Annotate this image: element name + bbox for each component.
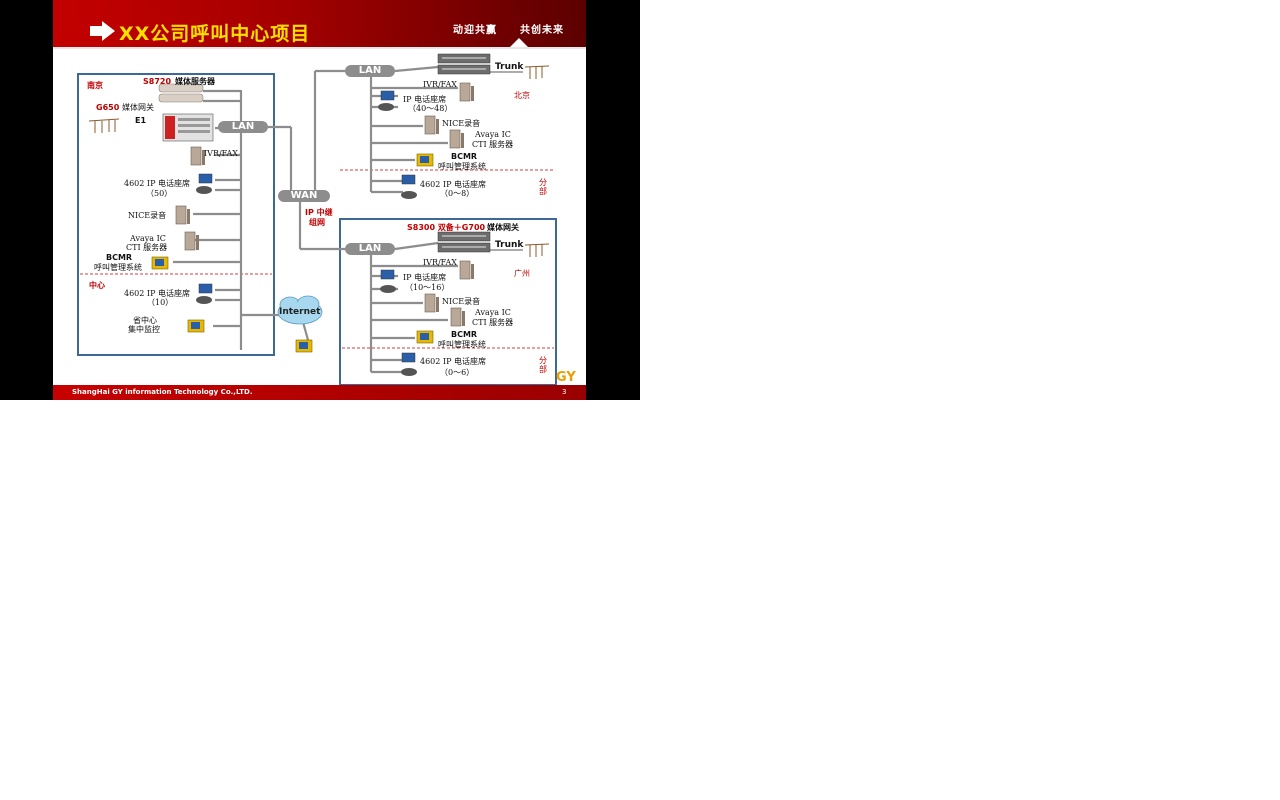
beijing-trunk: Trunk [495,62,524,72]
slide-header [53,0,586,47]
beijing-ivr: IVR/FAX [423,80,457,89]
server-tower-icon [449,129,464,149]
ip-phone-icon [380,269,396,293]
monitor-line-1: 省中心 [133,316,157,325]
gz-branch-1: 分 [539,356,547,365]
workstation-icon [416,330,434,344]
network-diagram [77,21,557,386]
gateway-label: 媒体网关 [122,103,154,112]
workstation-icon [151,256,169,270]
nanjing-seats-count: （50） [146,189,173,198]
gz-bcmr-1: BCMR [451,330,478,339]
slide-footer: ShangHai GY information Technology Co.,L… [53,385,586,400]
beijing-branch-seats-title: 4602 IP 电话座席 [420,180,486,189]
gz-ivr: IVR/FAX [423,258,457,267]
nanjing-avaya-2: CTI 服务器 [126,243,168,252]
gz-bcmr-2: 呼叫管理系统 [438,340,486,349]
gz-avaya-2: CTI 服务器 [472,318,514,327]
gateway-model: G650 [96,103,120,112]
beijing-lan: LAN [345,65,395,77]
nanjing-ivr: IVR/FAX [204,149,238,158]
nanjing-box [77,73,275,356]
beijing-bcmr-1: BCMR [451,152,478,161]
page-number: 3 [562,388,567,396]
ip-trunk-2: 组网 [309,218,325,227]
city-guangzhou: 广州 [514,269,530,278]
nanjing-nice: NICE录音 [128,211,167,220]
slogan-1: 动迎共赢 [453,25,497,36]
ip-phone-icon [196,173,213,194]
center-label: 中心 [89,281,105,290]
beijing-branch-seats-count: （0～8） [440,189,475,198]
company-logo: GY [556,370,576,385]
nanjing-avaya-1: Avaya IC [130,234,166,243]
media-gateway-icon [162,113,214,142]
left-letterbox [0,0,53,400]
antenna-icon [88,118,120,133]
ip-phone-icon [401,352,417,376]
media-gateway-icon [437,53,491,75]
nanjing-seats-title: 4602 IP 电话座席 [124,179,190,188]
workstation-icon [416,153,434,167]
gz-branch-seats-count: （0～6） [440,368,475,377]
gz-nice: NICE录音 [442,297,481,306]
slide-title: XX公司呼叫中心项目 [119,23,311,45]
center-seats-title: 4602 IP 电话座席 [124,289,190,298]
workstation-icon [187,319,205,333]
gz-trunk: Trunk [495,240,524,250]
ip-phone-icon [401,174,417,199]
gz-server-label: 媒体网关 [487,223,519,232]
server-tower-icon [424,115,439,135]
server-tower-icon [175,205,190,225]
internet-label: Internet [279,307,321,317]
beijing-avaya-1: Avaya IC [475,130,511,139]
server-tower-icon [459,82,474,102]
cloud-icon [277,295,323,325]
gz-branch-seats-title: 4602 IP 电话座席 [420,357,486,366]
antenna-icon [524,65,550,79]
server-tower-icon [190,146,205,166]
ip-trunk-1: IP 中继 [305,208,333,217]
beijing-seats-count: （40～48） [408,104,453,113]
nanjing-bcmr-1: BCMR [106,253,133,262]
media-server-icon [158,83,204,103]
gz-avaya-1: Avaya IC [475,308,511,317]
media-server-label: 媒体服务器 [175,77,215,86]
city-beijing: 北京 [514,91,530,100]
workstation-icon [295,339,313,353]
arrow-right-icon [90,21,115,41]
city-nanjing: 南京 [87,81,103,90]
beijing-bcmr-2: 呼叫管理系统 [438,162,486,171]
ip-phone-icon [378,90,395,111]
guangzhou-lan: LAN [345,243,395,255]
gz-branch-2: 部 [539,365,547,374]
slogan-2: 共创未来 [520,25,564,36]
monitor-line-2: 集中监控 [128,325,160,334]
server-tower-icon [184,231,199,251]
gz-seats-title: IP 电话座席 [403,273,447,282]
beijing-branch-2: 部 [539,187,547,196]
ip-phone-icon [196,283,213,304]
server-tower-icon [424,293,439,313]
beijing-avaya-2: CTI 服务器 [472,140,514,149]
gz-server-model: S8300 双备＋G700 [407,223,486,232]
center-seats-count: （10） [147,298,174,307]
beijing-seats-title: IP 电话座席 [403,95,447,104]
tab-marker [510,38,528,47]
nanjing-lan: LAN [218,121,268,133]
media-gateway-icon [437,231,491,253]
antenna-icon [524,243,550,257]
media-server-model: S8720 [143,77,172,86]
server-tower-icon [450,307,465,327]
nanjing-bcmr-2: 呼叫管理系统 [94,263,142,272]
gz-seats-count: （10～16） [405,283,450,292]
wan-node: WAN [278,190,330,202]
right-letterbox [586,0,640,400]
server-tower-icon [459,260,474,280]
footer-company: ShangHai GY information Technology Co.,L… [72,388,253,396]
beijing-branch-1: 分 [539,178,547,187]
e1-label: E1 [135,116,147,125]
slide: XX公司呼叫中心项目 动迎共赢 共创未来 LAN WAN LAN LAN 南京 … [53,0,586,400]
beijing-nice: NICE录音 [442,119,481,128]
